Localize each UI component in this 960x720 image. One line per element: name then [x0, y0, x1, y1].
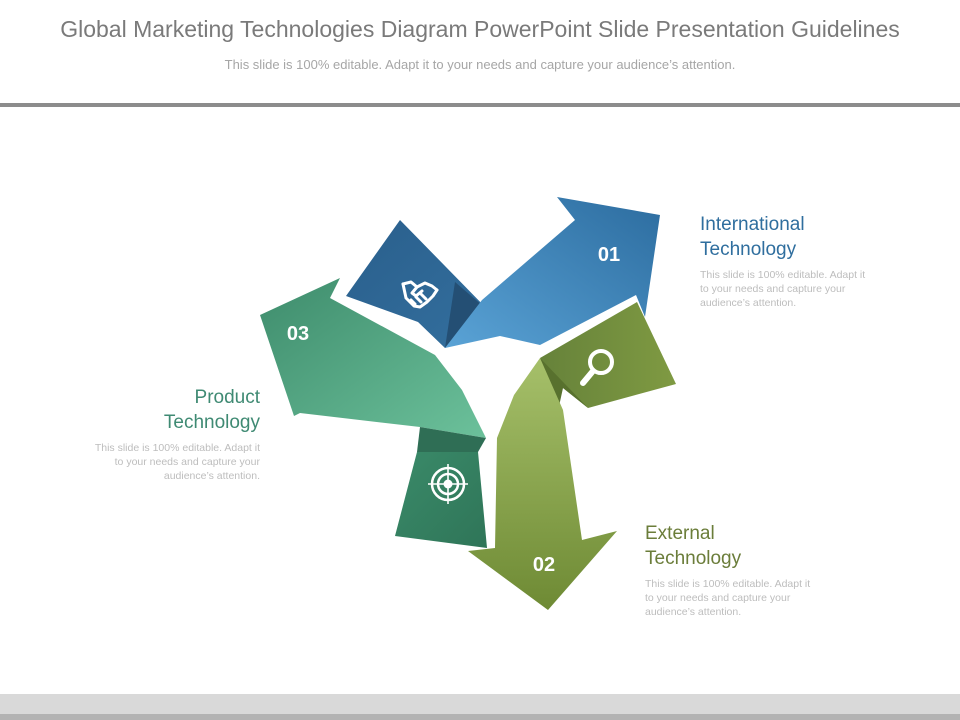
step-title-01-line2: Technology	[700, 239, 797, 260]
step-number-02: 02	[533, 554, 555, 576]
footer-band	[0, 694, 960, 714]
header-divider	[0, 103, 960, 107]
step-desc-01-line2: to your needs and capture your	[700, 283, 846, 295]
step-desc-03-line3: audience’s attention.	[163, 470, 260, 482]
step-desc-01-line3: audience’s attention.	[700, 297, 797, 309]
step-desc-02-line1: This slide is 100% editable. Adapt it	[645, 578, 811, 590]
step-title-01-line1: International	[700, 214, 805, 235]
step-title-01: International Technology	[700, 212, 900, 262]
step-desc-03-line2: to your needs and capture your	[114, 456, 260, 468]
step-number-03: 03	[287, 323, 309, 345]
handshake-icon	[401, 280, 439, 309]
step-title-02: External Technology	[645, 521, 865, 571]
arrow-03-body	[260, 278, 486, 438]
arrow-01-body	[445, 197, 660, 348]
step-title-03-line1: Product	[194, 387, 260, 408]
step-title-03-line2: Technology	[163, 412, 260, 433]
step-desc-01: This slide is 100% editable. Adapt it to…	[700, 268, 900, 310]
label-international-technology: International Technology This slide is 1…	[700, 212, 900, 310]
step-number-01: 01	[598, 244, 620, 266]
step-title-02-line2: Technology	[645, 548, 742, 569]
step-desc-02-line2: to your needs and capture your	[645, 592, 791, 604]
arrow-03-fold	[417, 427, 486, 452]
arrow-01-fold	[445, 282, 490, 348]
label-product-technology: Product Technology This slide is 100% ed…	[50, 385, 260, 483]
arrow-02-body	[468, 358, 617, 610]
magnifier-icon	[580, 349, 614, 386]
slide-subtitle: This slide is 100% editable. Adapt it to…	[224, 57, 736, 72]
slide-title: Global Marketing Technologies Diagram Po…	[60, 16, 900, 42]
label-external-technology: External Technology This slide is 100% e…	[645, 521, 865, 619]
step-desc-03: This slide is 100% editable. Adapt it to…	[50, 441, 260, 483]
step-desc-02-line3: audience’s attention.	[645, 606, 742, 618]
step-title-02-line1: External	[645, 523, 715, 544]
arrow-segment-01	[346, 197, 660, 348]
footer-divider	[0, 714, 960, 720]
target-icon	[428, 464, 468, 504]
arrow-03-tail	[395, 452, 487, 548]
step-desc-02: This slide is 100% editable. Adapt it to…	[645, 577, 865, 619]
arrow-segment-03	[260, 278, 487, 548]
step-desc-01-line1: This slide is 100% editable. Adapt it	[700, 269, 866, 281]
step-desc-03-line1: This slide is 100% editable. Adapt it	[94, 442, 260, 454]
step-title-03: Product Technology	[50, 385, 260, 435]
